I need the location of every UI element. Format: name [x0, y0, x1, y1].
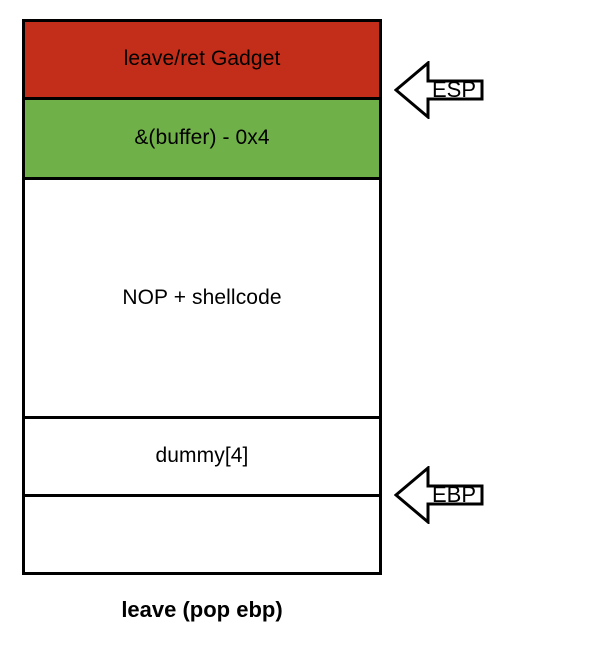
diagram-caption: leave (pop ebp): [121, 597, 283, 622]
left-arrow-icon: [394, 466, 484, 524]
stack-cell-label: leave/ret Gadget: [123, 47, 281, 71]
stack-cell-dummy: dummy[4]: [25, 416, 379, 494]
esp-pointer: ESP: [394, 61, 484, 119]
stack-cell-label: &(buffer) - 0x4: [134, 126, 270, 150]
stack-cell-label: dummy[4]: [155, 444, 249, 468]
ebp-pointer: EBP: [394, 466, 484, 524]
stack-cell-buffer-address: &(buffer) - 0x4: [25, 97, 379, 177]
stack-cell-empty: [25, 494, 379, 572]
esp-pointer-label: ESP: [432, 77, 477, 102]
left-arrow-icon: [394, 61, 484, 119]
stack-cell-nop-shellcode: NOP + shellcode: [25, 177, 379, 416]
stack-frame-box: leave/ret Gadget &(buffer) - 0x4 NOP + s…: [22, 19, 382, 575]
stack-cell-leave-ret-gadget: leave/ret Gadget: [25, 22, 379, 97]
ebp-pointer-label: EBP: [432, 482, 477, 507]
stack-cell-label: NOP + shellcode: [122, 285, 282, 309]
